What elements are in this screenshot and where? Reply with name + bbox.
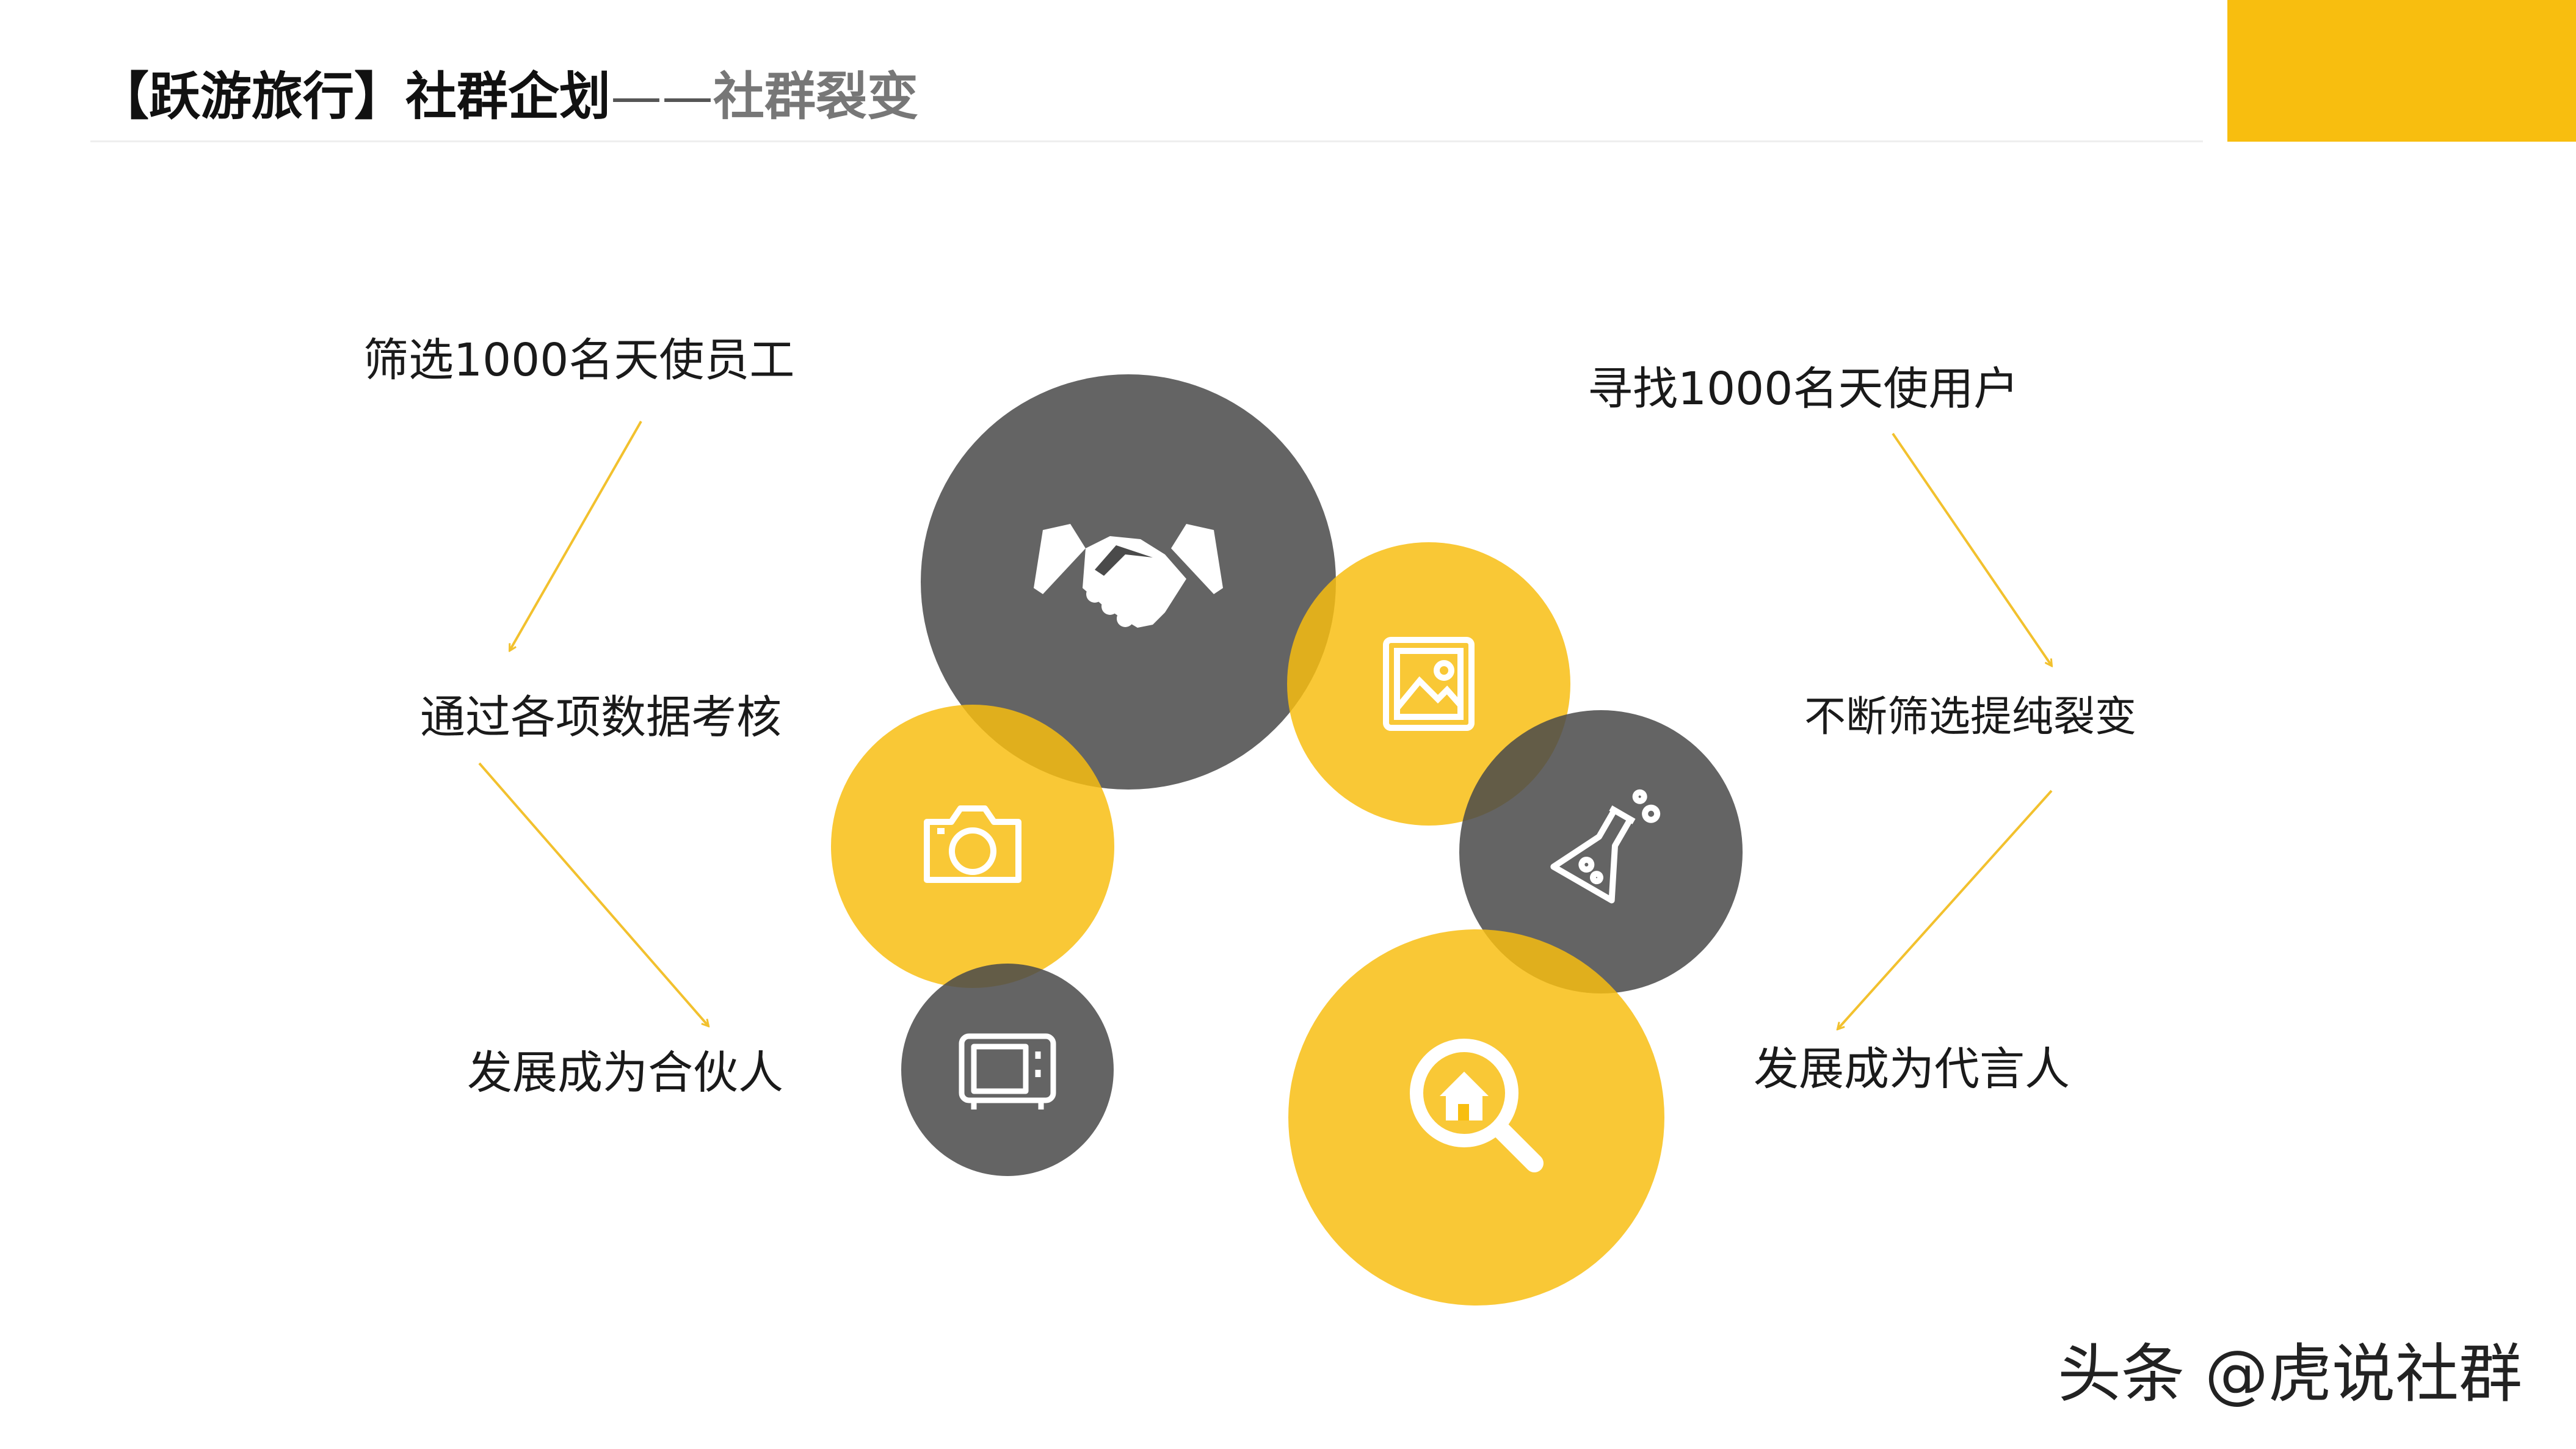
arrow-left-1 bbox=[510, 421, 642, 650]
right-step-3: 发展成为代言人 bbox=[1754, 1043, 2070, 1095]
arrow-right-1 bbox=[1892, 432, 2052, 666]
title-separator: —— bbox=[611, 67, 714, 126]
right-step-2: 不断筛选提纯裂变 bbox=[1804, 693, 2137, 741]
circles bbox=[831, 374, 1743, 1306]
home-search-icon bbox=[1410, 1039, 1544, 1172]
tv-icon bbox=[959, 1033, 1056, 1109]
left-step-2: 通过各项数据考核 bbox=[420, 691, 782, 744]
right-step-1: 寻找1000名天使用户 bbox=[1587, 363, 2019, 415]
flow-arrows bbox=[478, 421, 2053, 1029]
arrow-right-2 bbox=[1838, 790, 2053, 1029]
image-icon bbox=[1383, 637, 1475, 731]
camera-circle bbox=[831, 705, 1114, 988]
left-step-3: 发展成为合伙人 bbox=[467, 1047, 783, 1099]
watermark: 头条 @虎说社群 bbox=[2058, 1337, 2523, 1411]
flask-circle bbox=[1459, 710, 1743, 993]
title-subtitle: 社群裂变 bbox=[713, 67, 919, 126]
title-main: 【跃游旅行】社群企划 bbox=[98, 67, 611, 126]
corner-accent-block bbox=[2227, 0, 2576, 142]
flask-icon bbox=[1550, 789, 1661, 904]
arrow-left-2 bbox=[478, 762, 708, 1026]
camera-icon bbox=[924, 805, 1021, 883]
tv-circle bbox=[901, 964, 1114, 1176]
left-step-1: 筛选1000名天使员工 bbox=[363, 334, 795, 387]
header-divider bbox=[90, 140, 2203, 142]
page-title: 【跃游旅行】社群企划——社群裂变 bbox=[98, 60, 918, 133]
handshake-icon bbox=[1034, 524, 1223, 628]
